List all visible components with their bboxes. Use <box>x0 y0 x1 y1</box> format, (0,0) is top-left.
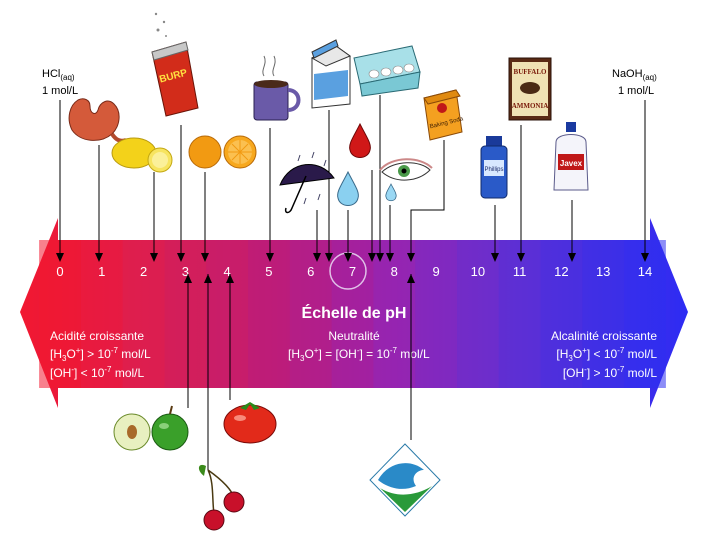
bleach-bottle-icon: Javex <box>553 122 589 191</box>
ph-tick-5: 5 <box>265 264 272 279</box>
tomato-icon <box>223 402 277 444</box>
baking-soda-icon: Baking Soda <box>423 89 464 141</box>
pointer-lines <box>59 95 646 470</box>
neutral-title: Neutralité <box>328 329 380 343</box>
soda-can-icon: BURP <box>151 12 199 117</box>
hcl-label: HCl(aq) <box>42 68 75 82</box>
ph-band-6 <box>289 240 332 388</box>
ph-band-10 <box>457 240 499 388</box>
scale-title: Échelle de pH <box>302 303 407 322</box>
buffalo-top-label: BUFFALO <box>514 68 547 76</box>
lemon-icon <box>111 137 173 173</box>
umbrella-icon <box>279 151 335 214</box>
naoh-label: NaOH(aq) <box>612 68 657 82</box>
blood-drop-icon <box>349 122 371 158</box>
ph-band-11 <box>498 240 541 388</box>
ph-tick-11: 11 <box>513 264 527 279</box>
ph-tick-1: 1 <box>98 264 105 279</box>
eye-icon <box>379 158 433 181</box>
ph-tick-13: 13 <box>596 264 610 279</box>
ph-band-4 <box>206 240 249 388</box>
magnesia-label: Phillips <box>484 167 503 173</box>
ph-tick-9: 9 <box>432 264 439 279</box>
ph-tick-10: 10 <box>471 264 485 279</box>
ph-tick-0: 0 <box>56 264 63 279</box>
coffee-mug-icon <box>253 55 301 121</box>
hcl-conc: 1 mol/L <box>42 85 78 97</box>
pointer-heads <box>56 253 649 283</box>
ph-band-9 <box>415 240 457 388</box>
ph-band-5 <box>248 240 290 388</box>
buffalo-bottom-label: AMMONIA <box>512 102 549 110</box>
ph-tick-12: 12 <box>554 264 568 279</box>
cherry-icon <box>198 464 245 531</box>
egg-carton-icon <box>353 45 421 97</box>
ph-band-7 <box>331 240 374 388</box>
baking-soda-pointer <box>410 140 445 253</box>
tear-drop-icon <box>385 183 397 202</box>
neutral-line: [H3O+] = [OH-] = 10-7 mol/L <box>288 346 430 363</box>
acid-oh-line: [OH-] < 10-7 mol/L <box>50 365 145 380</box>
ph-band-2 <box>122 240 165 388</box>
ph-band-0 <box>39 240 81 388</box>
milk-of-magnesia-icon: Phillips <box>480 136 508 199</box>
acid-h3o-line: [H3O+] > 10-7 mol/L <box>50 346 151 363</box>
ph-tick-6: 6 <box>307 264 314 279</box>
ph-band-13 <box>582 240 625 388</box>
ammonia-bottle-icon: BUFFALO AMMONIA <box>508 57 552 121</box>
stomach-icon <box>68 98 127 143</box>
ph-tick-7: 7 <box>349 264 356 279</box>
ph-band-1 <box>80 240 123 388</box>
ph-band-14 <box>624 240 666 388</box>
base-h3o-line: [H3O+] < 10-7 mol/L <box>556 346 657 363</box>
ph-tick-3: 3 <box>182 264 189 279</box>
ph-band-8 <box>373 240 416 388</box>
apple-icon <box>113 405 189 451</box>
ph-tick-8: 8 <box>391 264 398 279</box>
ph-tick-2: 2 <box>140 264 147 279</box>
base-title: Alcalinité croissante <box>551 329 657 343</box>
water-drop-icon <box>337 170 359 206</box>
ph-band-3 <box>164 240 207 388</box>
javex-label: Javex <box>560 159 583 168</box>
sea-water-icon <box>369 443 441 517</box>
milk-carton-icon <box>310 39 352 109</box>
ph-tick-4: 4 <box>223 264 230 279</box>
ph-band-12 <box>540 240 583 388</box>
ph-tick-14: 14 <box>638 264 652 279</box>
acid-title: Acidité croissante <box>50 329 144 343</box>
base-oh-line: [OH-] > 10-7 mol/L <box>563 365 658 380</box>
orange-icon <box>188 135 257 169</box>
ph-color-bands <box>39 240 666 388</box>
naoh-conc: 1 mol/L <box>618 85 654 97</box>
